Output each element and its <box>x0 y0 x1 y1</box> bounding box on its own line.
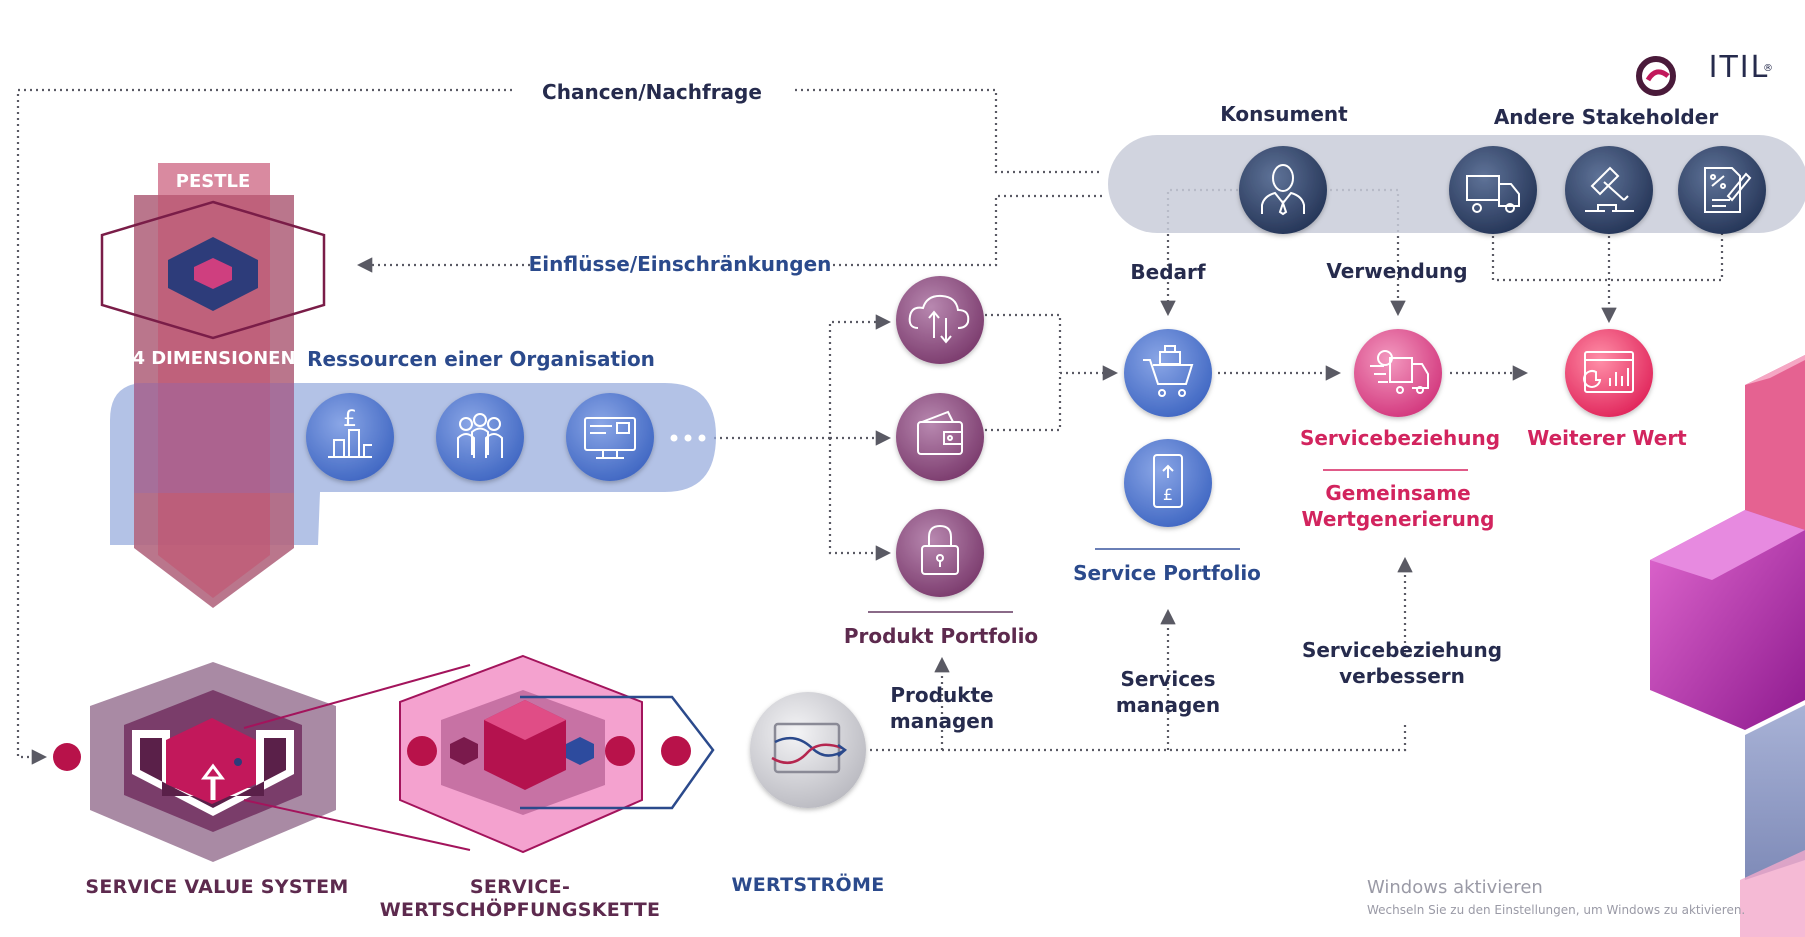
people-icon <box>436 393 524 481</box>
services-managen-line2: managen <box>1115 693 1221 717</box>
einfluesse-label: Einflüsse/Einschränkungen <box>528 252 832 276</box>
svc-label-line1: SERVICE- <box>469 876 571 898</box>
svc-label-line2: WERTSCHÖPFUNGSKETTE <box>379 899 661 921</box>
shopping-cart-icon <box>1124 329 1212 417</box>
verbessern-line2: verbessern <box>1339 664 1465 688</box>
resources-more-dots <box>670 434 706 442</box>
svs-label: SERVICE VALUE SYSTEM <box>85 876 349 898</box>
svg-text:£: £ <box>343 407 357 432</box>
servicebeziehung-label: Servicebeziehung <box>1299 426 1501 450</box>
dashboard-icon <box>1565 329 1653 417</box>
padlock-icon <box>896 509 984 597</box>
itil-logo-mark <box>1636 56 1676 96</box>
gavel-icon <box>1565 146 1653 234</box>
services-managen-line1: Services <box>1120 667 1216 691</box>
service-portfolio-label: Service Portfolio <box>1073 561 1261 585</box>
connector-lines <box>16 88 1724 765</box>
monitor-icon <box>566 393 654 481</box>
fast-delivery-icon <box>1354 329 1442 417</box>
weiterer-wert-label: Weiterer Wert <box>1527 426 1687 450</box>
pound-chart-icon: £ <box>306 393 394 481</box>
pestle-column <box>100 163 326 608</box>
produkte-managen-line2: managen <box>889 709 995 733</box>
windows-activation-title: Windows aktivieren <box>1367 877 1543 898</box>
mobile-payment-icon: £ <box>1124 439 1212 527</box>
value-chain-connector <box>243 664 471 851</box>
tax-document-icon <box>1678 146 1766 234</box>
konsument-label: Konsument <box>1220 102 1348 126</box>
cloud-sync-icon <box>896 276 984 364</box>
dimensionen-label: 4 DIMENSIONEN <box>132 348 296 369</box>
gemeinsame-label-line2: Wertgenerierung <box>1301 507 1495 531</box>
produkt-portfolio-label: Produkt Portfolio <box>843 624 1039 648</box>
verbessern-line1: Servicebeziehung <box>1301 638 1503 662</box>
chancen-nachfrage-label: Chancen/Nachfrage <box>542 80 762 104</box>
itil-logo-text: ITIL <box>1708 50 1770 85</box>
wallet-icon <box>896 393 984 481</box>
value-stream-icon <box>750 692 866 808</box>
bedarf-label: Bedarf <box>1130 260 1206 284</box>
windows-activation-hint: Wechseln Sie zu den Einstellungen, um Wi… <box>1367 903 1746 917</box>
verwendung-label: Verwendung <box>1326 259 1468 283</box>
itil-registered-mark: ® <box>1763 63 1773 74</box>
wertstroeme-label: WERTSTRÖME <box>731 874 885 896</box>
service-value-system-graphic <box>53 662 336 862</box>
andere-stakeholder-label: Andere Stakeholder <box>1493 105 1719 129</box>
pestle-label: PESTLE <box>175 171 251 192</box>
ressourcen-label: Ressourcen einer Organisation <box>307 347 655 371</box>
service-value-chain-graphic <box>399 654 715 854</box>
produkte-managen-line1: Produkte <box>890 683 994 707</box>
consumer-person-icon <box>1239 146 1327 234</box>
gemeinsame-label-line1: Gemeinsame <box>1325 481 1471 505</box>
svg-text:£: £ <box>1163 485 1173 504</box>
decorative-cubes <box>1650 355 1805 937</box>
delivery-truck-icon <box>1449 146 1537 234</box>
